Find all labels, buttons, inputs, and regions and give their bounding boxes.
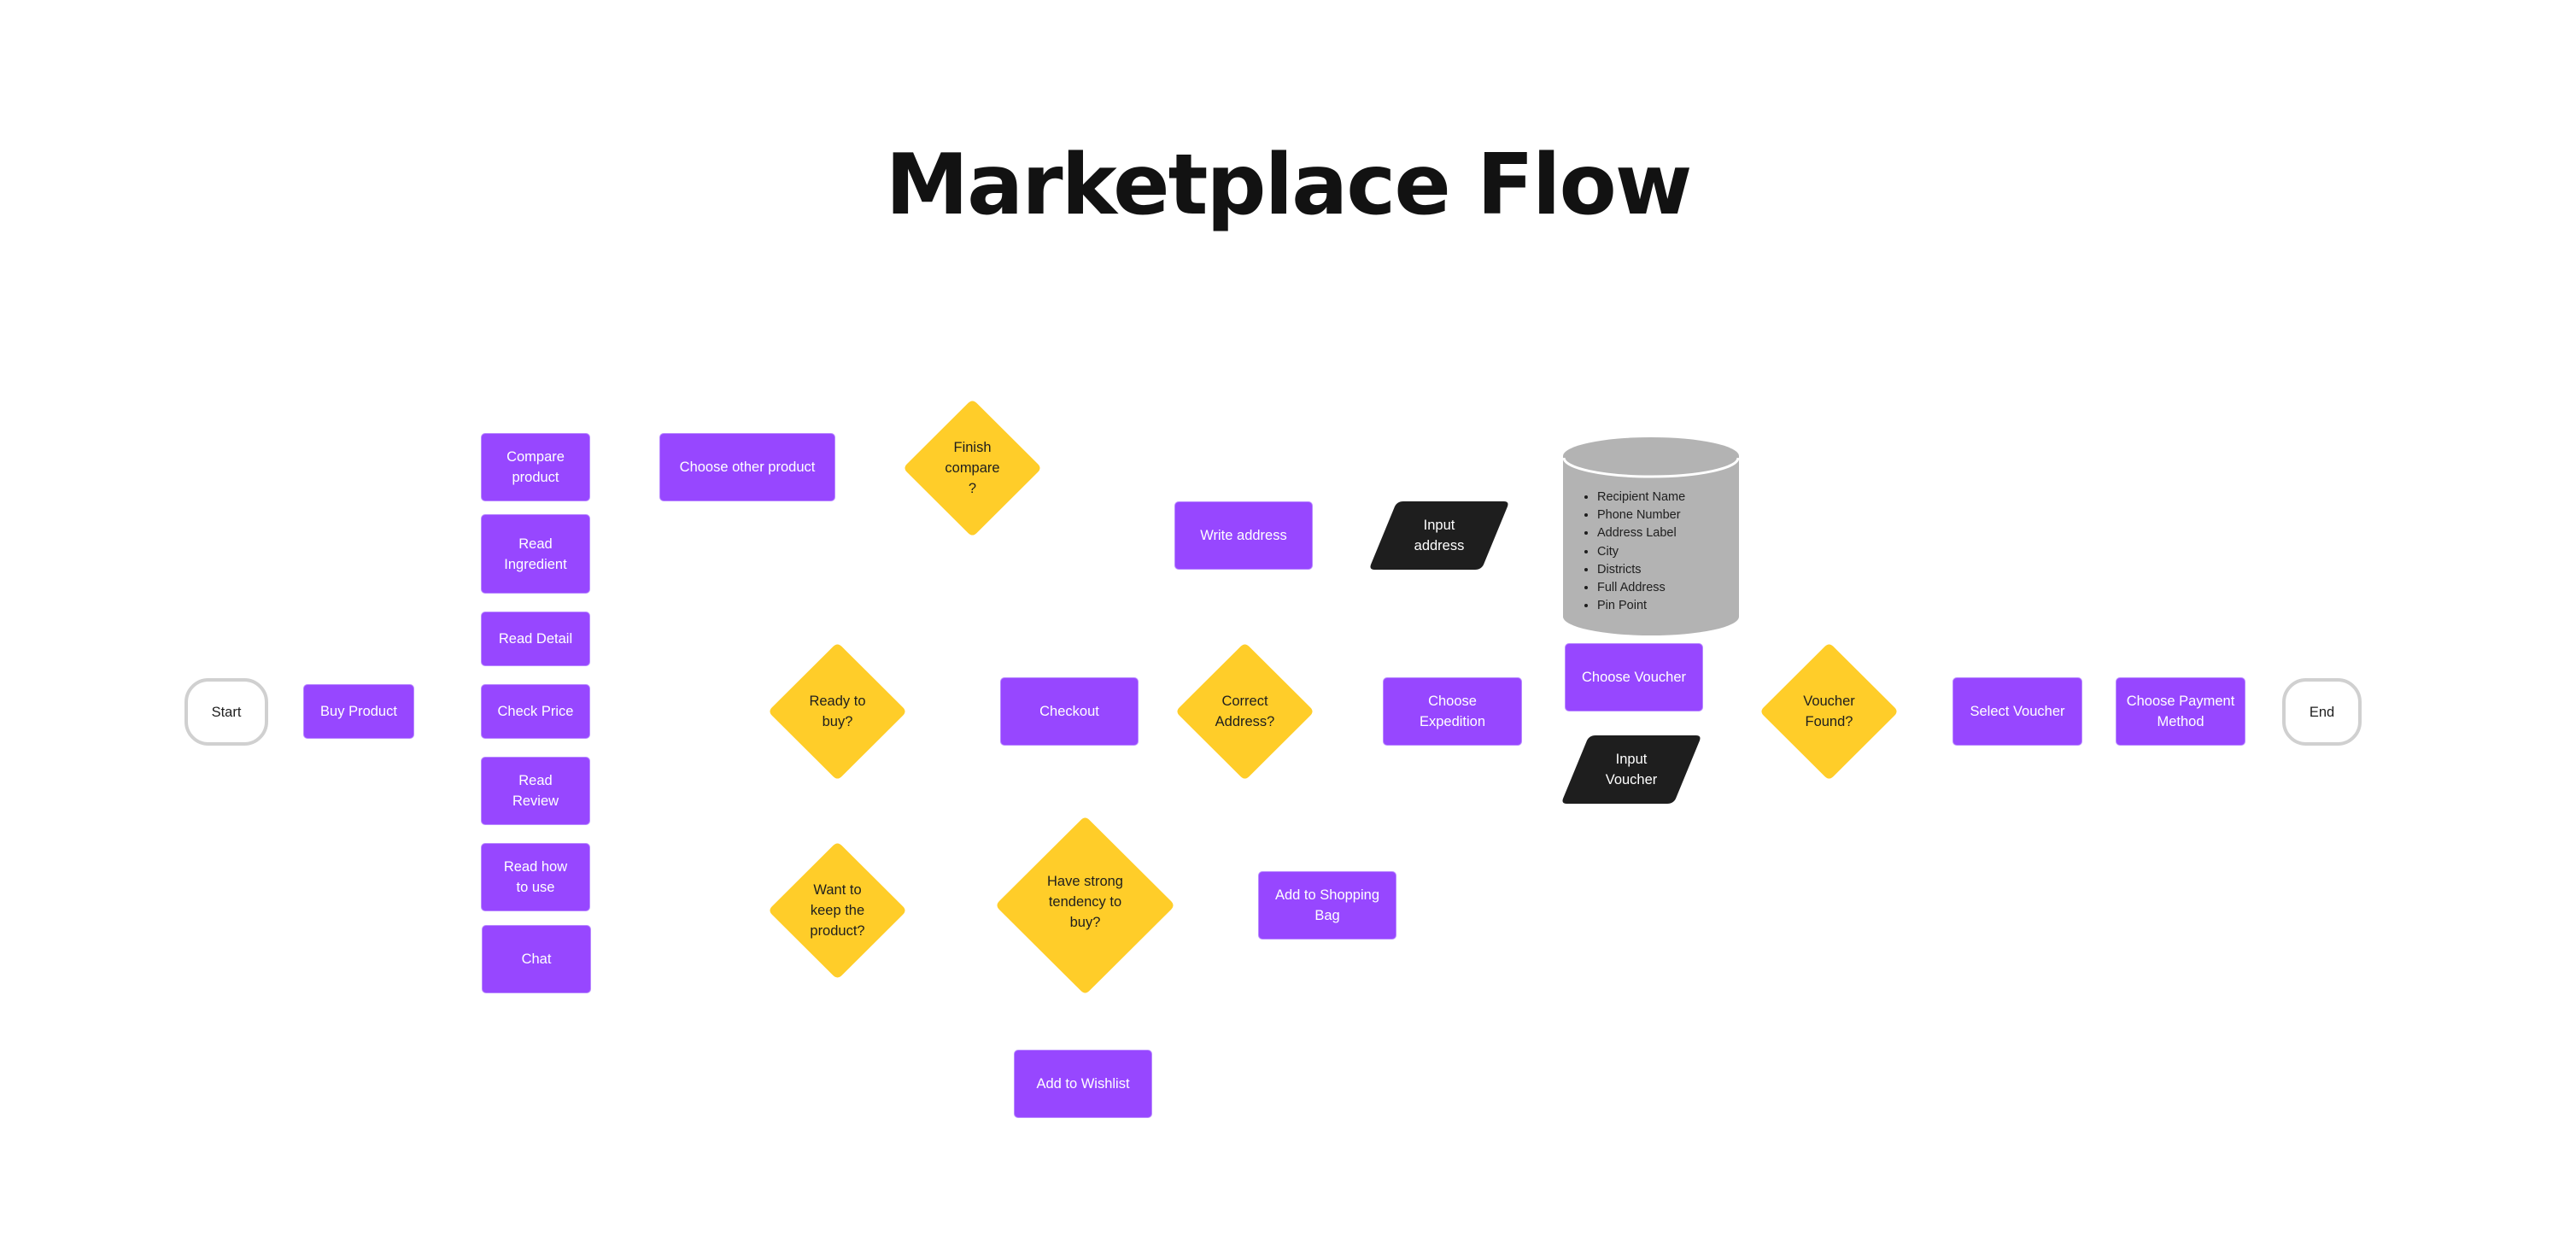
choose-other-product-node[interactable]: Choose other product	[659, 433, 835, 501]
compare-product-node[interactable]: Compare product	[481, 433, 590, 501]
checkout-node[interactable]: Checkout	[1000, 677, 1139, 746]
parallelogram-shape	[1562, 735, 1701, 804]
database-field: Recipient Name	[1597, 489, 1685, 506]
database-field: Phone Number	[1597, 506, 1685, 524]
io-label: Input address	[1414, 518, 1465, 553]
finish-compare-decision[interactable]: Finish compare ?	[903, 399, 1042, 537]
decision-label: Want to keep the product?	[810, 882, 865, 939]
read-detail-node[interactable]: Read Detail	[481, 612, 590, 666]
database-field: Full Address	[1597, 579, 1685, 597]
end-terminal[interactable]: End	[2282, 678, 2362, 746]
input-address-io[interactable]: Input address	[1369, 501, 1509, 570]
write-address-node[interactable]: Write address	[1174, 501, 1313, 570]
add-to-wishlist-node[interactable]: Add to Wishlist	[1014, 1050, 1152, 1118]
cylinder-shape	[1563, 437, 1739, 635]
diamond-shape	[770, 644, 905, 779]
choose-expedition-node[interactable]: Choose Expedition	[1383, 677, 1522, 746]
diamond-shape	[1761, 644, 1897, 779]
read-ingredient-node[interactable]: Read Ingredient	[481, 514, 590, 594]
diamond-shape	[905, 401, 1040, 536]
want-to-keep-decision[interactable]: Want to keep the product?	[768, 841, 907, 980]
database-field: Districts	[1597, 561, 1685, 579]
read-how-to-use-node[interactable]: Read how to use	[481, 843, 590, 911]
check-price-node[interactable]: Check Price	[481, 684, 590, 739]
io-label: Input Voucher	[1605, 752, 1658, 787]
database-field: Pin Point	[1597, 597, 1685, 615]
add-to-shopping-bag-node[interactable]: Add to Shopping Bag	[1258, 871, 1396, 940]
diamond-shape	[770, 843, 905, 978]
address-database[interactable]: Recipient Name Phone Number Address Labe…	[1563, 436, 1739, 637]
ready-to-buy-decision[interactable]: Ready to buy?	[768, 642, 907, 781]
decision-label: Correct Address?	[1215, 694, 1275, 729]
choose-voucher-node[interactable]: Choose Voucher	[1565, 643, 1703, 711]
strong-tendency-decision[interactable]: Have strong tendency to buy?	[995, 816, 1175, 995]
voucher-found-decision[interactable]: Voucher Found?	[1759, 642, 1899, 781]
database-field: Address Label	[1597, 524, 1685, 542]
buy-product-node[interactable]: Buy Product	[303, 684, 414, 739]
chat-node[interactable]: Chat	[482, 925, 591, 993]
select-voucher-node[interactable]: Select Voucher	[1952, 677, 2082, 746]
choose-payment-method-node[interactable]: Choose Payment Method	[2116, 677, 2245, 746]
diamond-shape	[1177, 644, 1313, 779]
page-title: Marketplace Flow	[885, 137, 1693, 234]
decision-label: Have strong tendency to buy?	[1047, 874, 1123, 930]
decision-label: Finish compare ?	[945, 440, 1000, 496]
read-review-node[interactable]: Read Review	[481, 757, 590, 825]
input-voucher-io[interactable]: Input Voucher	[1561, 735, 1701, 804]
decision-label: Ready to buy?	[809, 694, 866, 729]
correct-address-decision[interactable]: Correct Address?	[1175, 642, 1314, 781]
diamond-shape	[997, 817, 1174, 993]
database-field: City	[1597, 543, 1685, 561]
database-field-list: Recipient Name Phone Number Address Labe…	[1582, 489, 1685, 615]
decision-label: Voucher Found?	[1803, 694, 1855, 729]
parallelogram-shape	[1370, 501, 1508, 570]
start-terminal[interactable]: Start	[184, 678, 268, 746]
